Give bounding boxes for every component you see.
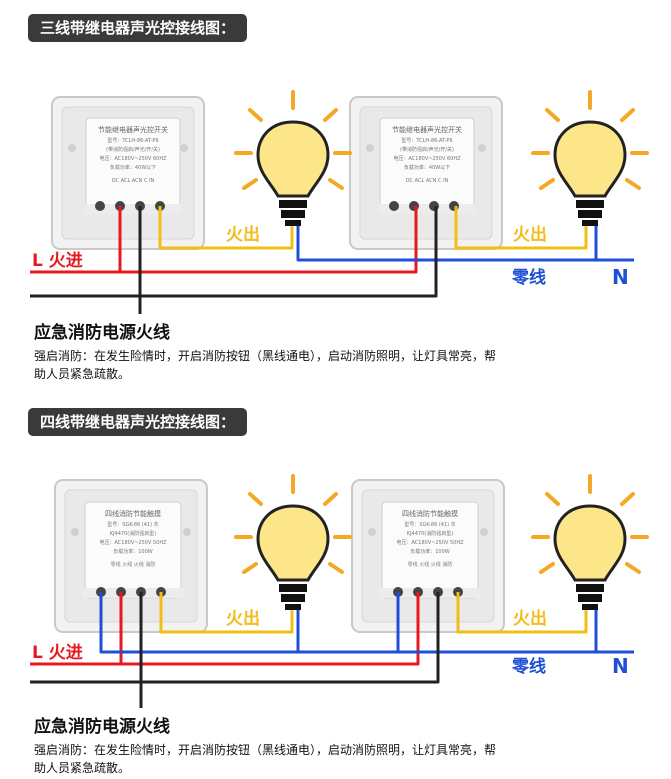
- switch-panel-3: 四线消防节能触摸 型号：SGK-86 (41) 灰 KJ4470(消防强启型) …: [54, 479, 208, 633]
- caption-2-heading: 应急消防电源火线: [34, 717, 170, 737]
- switch-3-label-line-3: KJ4470(消防强启型): [110, 530, 156, 537]
- switch-3-label-line-5: 负载功率：100W: [113, 548, 153, 555]
- switch-4-label-line-5: 负载功率：100W: [410, 548, 450, 555]
- switch-panel-4: 四线消防节能触摸 型号：SGK-86 (41) 灰 KJ4470(消防强启型) …: [351, 479, 505, 633]
- lightbulb-1: [234, 90, 352, 226]
- lightbulb-3: [234, 474, 352, 610]
- neutral-wire-2: [99, 592, 634, 654]
- load-wire-1: [158, 206, 294, 250]
- live-out-label-2: 火出: [513, 224, 547, 245]
- switch-2-label-line-5: 负载功率：40W以下: [404, 164, 450, 171]
- caption-2: 应急消防电源火线 强启消防：在发生险情时，开启消防按钮（黑线通电），启动消防照明…: [34, 712, 504, 777]
- caption-2-body: 强启消防：在发生险情时，开启消防按钮（黑线通电），启动消防照明，让灯具常亮，帮助…: [34, 743, 497, 775]
- switch-2-label-line-3: (带消防强启/声光/开/关): [400, 146, 454, 153]
- switch-1-label-line-2: 型号：TCLH-86-AT-P6: [107, 137, 158, 144]
- neutral-label: 零线: [511, 267, 546, 288]
- live-in-label-2: L 火进: [32, 643, 83, 663]
- switch-4-label-line-3: KJ4470(消防强启型): [407, 530, 453, 537]
- caption-1-heading: 应急消防电源火线: [34, 323, 170, 343]
- switch-3-label-line-4: 电压：AC180V~250V 50HZ: [99, 539, 167, 546]
- live-out-label-4: 火出: [513, 608, 547, 629]
- neutral-label-2: 零线: [511, 656, 546, 677]
- load-wire-3: [159, 592, 294, 634]
- switch-3-label-line-6: 零线 火线 火线 消防: [111, 561, 156, 568]
- switch-2-label-line-1: 节能继电器声光控开关: [392, 125, 462, 134]
- load-wire-2: [454, 206, 588, 250]
- switch-1-label-line-6: DC ACL ACN C IN: [112, 178, 155, 184]
- switch-1-label-line-4: 电压：AC180V~250V 60HZ: [99, 155, 167, 162]
- switch-4-label-line-6: 零线 火线 火线 消防: [408, 561, 453, 568]
- switch-1-label-line-3: (带消防强启/声光/开/关): [106, 146, 160, 153]
- caption-1-body: 强启消防：在发生险情时，开启消防按钮（黑线通电），启动消防照明，让灯具常亮，帮助…: [34, 349, 497, 381]
- live-out-label-3: 火出: [226, 608, 260, 629]
- switch-panel-2: 节能继电器声光控开关 型号：TCLH-86-AT-P6 (带消防强启/声光/开/…: [349, 96, 503, 250]
- wiring-diagram-2: 四线消防节能触摸 型号：SGK-86 (41) 灰 KJ4470(消防强启型) …: [30, 474, 649, 708]
- switch-1-label-line-1: 节能继电器声光控开关: [98, 125, 168, 134]
- live-out-label-1: 火出: [226, 224, 260, 245]
- lightbulb-4: [531, 474, 649, 610]
- switch-1-label-line-5: 负载功率：40W以下: [110, 164, 156, 171]
- neutral-wire: [296, 226, 634, 262]
- wiring-diagram-1: 节能继电器声光控开关 型号：TCLH-86-AT-P6 (带消防强启/声光/开/…: [30, 90, 649, 314]
- switch-3-label-line-1: 四线消防节能触摸: [105, 509, 161, 518]
- section-title-1: 三线带继电器声光控接线图：: [28, 14, 248, 42]
- switch-4-label-line-2: 型号：SGK-86 (41) 灰: [404, 521, 455, 528]
- neutral-n-label: N: [612, 265, 629, 289]
- switch-2-label-line-2: 型号：TCLH-86-AT-P6: [401, 137, 452, 144]
- load-wire-4: [456, 592, 588, 634]
- switch-4-label-line-1: 四线消防节能触摸: [402, 509, 458, 518]
- section-title-2: 四线带继电器声光控接线图：: [28, 408, 248, 436]
- neutral-n-label-2: N: [612, 654, 629, 678]
- caption-1: 应急消防电源火线 强启消防：在发生险情时，开启消防按钮（黑线通电），启动消防照明…: [34, 318, 504, 383]
- lightbulb-2: [531, 90, 649, 226]
- switch-2-label-line-4: 电压：AC180V~250V 60HZ: [393, 155, 461, 162]
- switch-2-label-line-6: DC ACL ACN C IN: [406, 178, 449, 184]
- switch-4-label-line-4: 电压：AC180V~250V 50HZ: [396, 539, 464, 546]
- live-in-label: L 火进: [32, 251, 83, 271]
- switch-panel-1: 节能继电器声光控开关 型号：TCLH-86-AT-P6 (带消防强启/声光/开/…: [51, 96, 205, 250]
- switch-3-label-line-2: 型号：SGK-86 (41) 灰: [107, 521, 158, 528]
